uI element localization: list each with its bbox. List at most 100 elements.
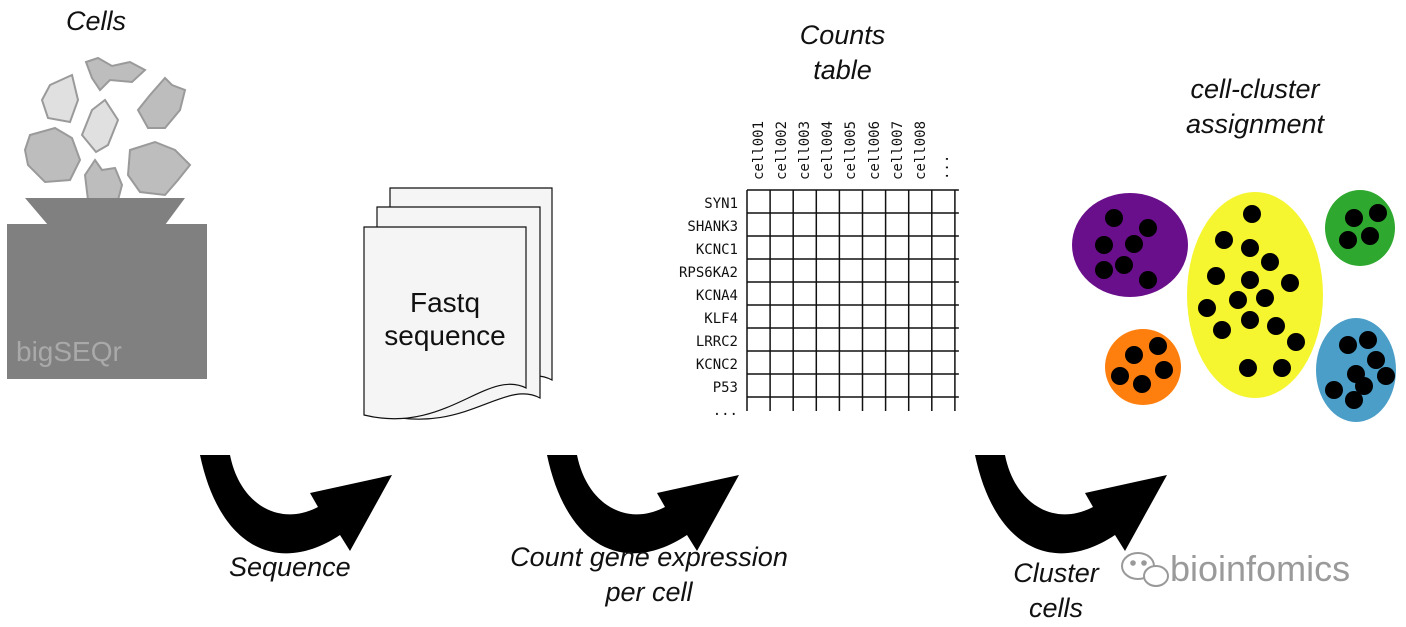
cell-dot	[1339, 231, 1357, 249]
cluster-assignment-title: cell-cluster assignment	[1160, 72, 1350, 142]
column-header: cell005	[843, 120, 860, 180]
cell-dot	[1095, 236, 1113, 254]
cell-dot	[1377, 367, 1395, 385]
cell-shape	[83, 158, 124, 201]
counts-title-line2: table	[813, 55, 872, 86]
cell-dot	[1243, 205, 1261, 223]
cell-dot	[1133, 375, 1151, 393]
cell-dot	[1339, 336, 1357, 354]
cell-dot	[1125, 235, 1143, 253]
cell-dot	[1355, 377, 1373, 395]
row-header: KCNC1	[695, 242, 738, 258]
cell-dot	[1367, 351, 1385, 369]
cell-dot	[1361, 227, 1379, 245]
fastq-label: Fastq sequence	[364, 286, 526, 352]
cell-shape	[126, 140, 192, 197]
cluster-title-line1: cell-cluster	[1190, 74, 1320, 104]
arrow-cluster	[975, 455, 1167, 554]
cluster-green	[1325, 190, 1395, 266]
step-cluster-line1: Cluster	[1013, 558, 1099, 588]
cell-dot	[1207, 267, 1225, 285]
cells-title: Cells	[66, 6, 127, 36]
cell-shape	[136, 76, 187, 129]
fastq-page-front	[363, 226, 527, 420]
row-header: P53	[712, 380, 738, 396]
column-header: cell003	[797, 120, 814, 180]
column-header: cell008	[912, 120, 929, 180]
machine-body	[7, 224, 207, 379]
cell-dot	[1125, 346, 1143, 364]
arrow-body	[547, 455, 739, 554]
arrow-body	[975, 455, 1167, 554]
sequencer-label: bigSEQr	[16, 336, 122, 367]
cell-dot	[1139, 271, 1157, 289]
watermark-text: bioinfomics	[1170, 548, 1351, 589]
sequencer-machine	[7, 198, 207, 379]
cell-dot	[1115, 256, 1133, 274]
row-header: RPS6KA2	[678, 265, 738, 281]
cell-shape	[80, 98, 120, 154]
cell-dot	[1215, 231, 1233, 249]
cell-dot	[1273, 359, 1291, 377]
cell-dot	[1241, 311, 1259, 329]
cell-dot	[1325, 381, 1343, 399]
counts-title-line1: Counts	[799, 20, 886, 50]
cell-dot	[1359, 331, 1377, 349]
step-sequence-label: Sequence	[229, 552, 351, 582]
cell-dot	[1111, 367, 1129, 385]
cell-dot	[1241, 239, 1259, 257]
counts-table-title: Counts table	[770, 18, 915, 88]
cell-shape	[40, 73, 80, 124]
fastq-documents	[363, 187, 553, 420]
column-header: cell002	[774, 120, 791, 180]
column-header: cell007	[889, 120, 906, 180]
cell-dot	[1345, 209, 1363, 227]
watermark-icon	[1121, 552, 1169, 587]
column-header: cell004	[820, 120, 837, 180]
cells-illustration	[23, 56, 192, 201]
cell-dot	[1239, 359, 1257, 377]
fastq-label-line2: sequence	[384, 320, 506, 352]
column-header: ...	[935, 154, 952, 180]
cell-dot	[1095, 261, 1113, 279]
cell-dot	[1155, 361, 1173, 379]
row-header: KLF4	[704, 311, 738, 327]
cell-dot	[1287, 333, 1305, 351]
machine-funnel	[25, 198, 185, 225]
cell-dot	[1213, 321, 1231, 339]
step-count-label: Count gene expression per cell	[488, 540, 810, 610]
cell-dot	[1241, 271, 1259, 289]
cell-dot	[1198, 299, 1216, 317]
cell-dot	[1149, 337, 1167, 355]
arrow-sequence	[200, 455, 392, 554]
column-header: cell001	[751, 120, 767, 180]
cell-dot	[1369, 204, 1387, 222]
row-header: SYN1	[704, 196, 738, 212]
fastq-label-line1: Fastq	[409, 287, 481, 318]
step-count-line2: per cell	[605, 577, 693, 608]
cell-shape	[84, 56, 147, 92]
row-header: SHANK3	[687, 219, 738, 235]
row-header: KCNC2	[695, 357, 738, 373]
step-cluster-label: Cluster cells	[1000, 556, 1112, 626]
cell-dot	[1281, 274, 1299, 292]
cluster-title-line2: assignment	[1185, 109, 1325, 140]
row-header: ...	[712, 403, 738, 419]
row-header: LRRC2	[695, 334, 738, 350]
step-count-line1: Count gene expression	[510, 542, 788, 572]
cell-dot	[1229, 291, 1247, 309]
column-header: cell006	[866, 120, 883, 180]
cell-shape	[23, 126, 82, 184]
cell-dot	[1345, 391, 1363, 409]
cell-dot	[1256, 289, 1274, 307]
arrow-count	[547, 455, 739, 554]
cell-dot	[1139, 219, 1157, 237]
cell-dot	[1267, 317, 1285, 335]
step-cluster-line2: cells	[1028, 593, 1083, 624]
process-arrows	[200, 455, 1167, 554]
cluster-cells	[1095, 204, 1395, 409]
row-header: KCNA4	[695, 288, 738, 304]
arrow-body	[200, 455, 392, 554]
cell-dot	[1261, 253, 1279, 271]
